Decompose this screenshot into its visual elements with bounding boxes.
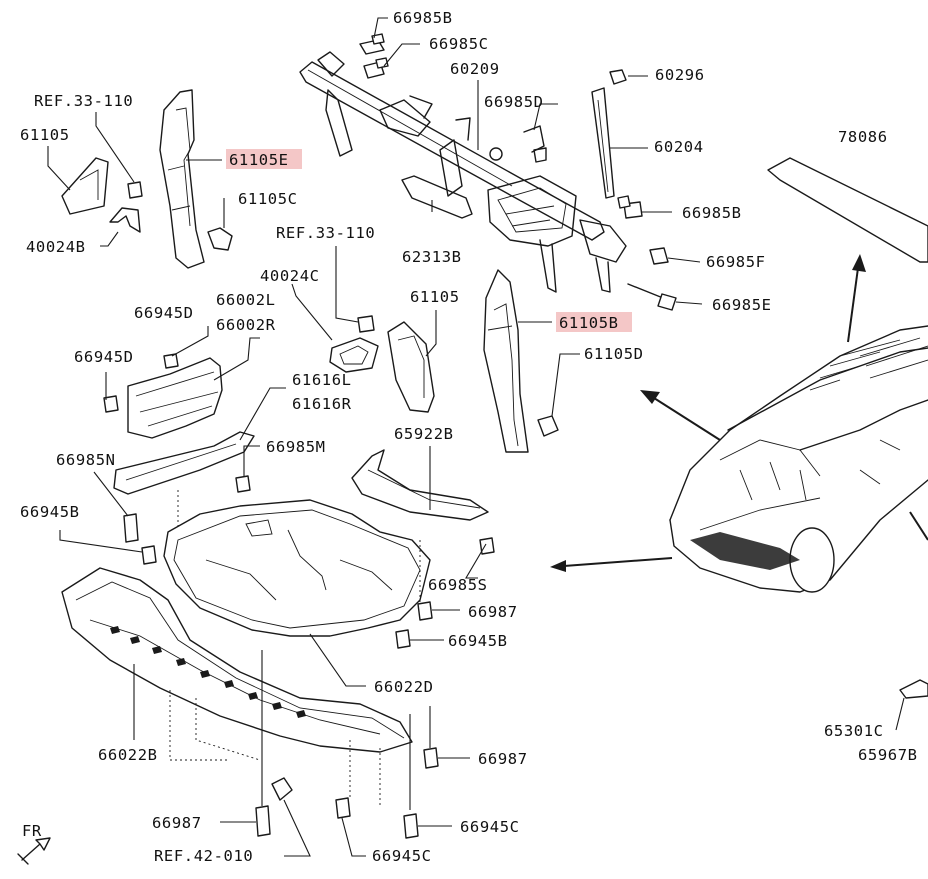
label-66985s: 66985S bbox=[428, 576, 488, 594]
label-66985n: 66985N bbox=[56, 451, 116, 469]
label-ref33-110-b: REF.33-110 bbox=[276, 224, 375, 242]
bolt-66985c-top bbox=[363, 57, 389, 79]
steering-support-member bbox=[299, 51, 627, 293]
highlight-61105e bbox=[226, 149, 302, 169]
label-60296: 60296 bbox=[655, 66, 705, 84]
fastener-66987-bottom bbox=[255, 805, 271, 837]
fastener-66987-right bbox=[423, 747, 439, 769]
label-66945b-mid: 66945B bbox=[448, 632, 508, 650]
label-66002l: 66002L bbox=[216, 291, 276, 309]
gasket-40024c bbox=[329, 337, 379, 373]
label-65301c: 65301C bbox=[824, 722, 884, 740]
panel-61105-left bbox=[61, 157, 109, 215]
label-ref33-110-a: REF.33-110 bbox=[34, 92, 133, 110]
label-40024c: 40024C bbox=[260, 267, 320, 285]
label-61105-mid: 61105 bbox=[410, 288, 460, 306]
leader-lines bbox=[47, 17, 905, 857]
highlight-61105b bbox=[556, 312, 632, 332]
direction-arrow-left-upper bbox=[640, 390, 721, 441]
label-66987-right: 66987 bbox=[478, 750, 528, 768]
label-66985b-mid: 66985B bbox=[682, 204, 742, 222]
panel-61105-mid bbox=[387, 321, 435, 413]
under-cover-66022d bbox=[163, 499, 431, 637]
label-61105c: 61105C bbox=[238, 190, 298, 208]
strip-78086 bbox=[767, 157, 928, 263]
direction-arrow-up bbox=[847, 254, 866, 343]
front-direction-indicator bbox=[17, 837, 51, 865]
label-61105b: 61105B bbox=[559, 314, 619, 332]
fastener-66945b-mid bbox=[395, 629, 411, 649]
partial-part-65301c bbox=[899, 679, 928, 699]
label-61105d: 61105D bbox=[584, 345, 644, 363]
bolt-66985b-mid bbox=[617, 195, 643, 219]
label-66945c-b: 66945C bbox=[372, 847, 432, 865]
label-66987-bottom: 66987 bbox=[152, 814, 202, 832]
label-66985e: 66985E bbox=[712, 296, 772, 314]
bolt-66985b-top bbox=[359, 33, 385, 55]
label-61105-left: 61105 bbox=[20, 126, 70, 144]
label-66022d: 66022D bbox=[374, 678, 434, 696]
label-66945b-left: 66945B bbox=[20, 503, 80, 521]
label-66985d: 66985D bbox=[484, 93, 544, 111]
bolt-66985f bbox=[649, 247, 669, 265]
fastener-66945c-a bbox=[403, 813, 419, 839]
clip-61105c bbox=[207, 227, 233, 251]
fastener-66985s bbox=[479, 537, 495, 555]
label-66022b: 66022B bbox=[98, 746, 158, 764]
panel-61105e bbox=[159, 89, 205, 269]
direction-arrow-left-lower bbox=[550, 557, 673, 572]
label-66985b-top: 66985B bbox=[393, 9, 453, 27]
grommet-66945d-a bbox=[163, 353, 179, 369]
label-66002r: 66002R bbox=[216, 316, 276, 334]
bracket-61616 bbox=[113, 431, 255, 495]
fastener-66985n bbox=[123, 513, 139, 543]
label-61616l: 61616L bbox=[292, 371, 352, 389]
label-66987-mid: 66987 bbox=[468, 603, 518, 621]
bolt-66985e bbox=[627, 283, 677, 311]
label-60204: 60204 bbox=[654, 138, 704, 156]
panel-61105b bbox=[483, 269, 529, 453]
clip-40024b bbox=[109, 207, 141, 233]
fastener-66945b-left bbox=[141, 545, 157, 565]
front-cover-66022b bbox=[61, 567, 413, 753]
fastener-66985m bbox=[235, 475, 251, 493]
label-65967b: 65967B bbox=[858, 746, 918, 764]
label-fr: FR bbox=[22, 822, 42, 840]
label-65922b: 65922B bbox=[394, 425, 454, 443]
label-62313b: 62313B bbox=[402, 248, 462, 266]
fastener-66945c-b bbox=[335, 797, 351, 819]
nut-60296 bbox=[609, 69, 627, 85]
label-ref42-010: REF.42-010 bbox=[154, 847, 253, 865]
trim-62313b bbox=[401, 175, 473, 219]
label-66985c-top: 66985C bbox=[429, 35, 489, 53]
clip-ref42-010 bbox=[271, 777, 293, 801]
label-78086: 78086 bbox=[838, 128, 888, 146]
clip-61105d bbox=[537, 415, 559, 437]
bracket-60204 bbox=[591, 87, 615, 199]
label-66945d-a: 66945D bbox=[134, 304, 194, 322]
grommet-66945d-b bbox=[103, 395, 119, 413]
brace-65922b bbox=[351, 449, 489, 521]
label-66985m: 66985M bbox=[266, 438, 326, 456]
label-61105e: 61105E bbox=[229, 151, 289, 169]
clip-ref33-a bbox=[127, 181, 143, 199]
label-66945d-b: 66945D bbox=[74, 348, 134, 366]
clip-ref33-b bbox=[357, 315, 375, 333]
vehicle-body-outline bbox=[669, 325, 928, 593]
duct-66002 bbox=[127, 357, 223, 439]
label-40024b: 40024B bbox=[26, 238, 86, 256]
fastener-66987-mid bbox=[417, 601, 433, 621]
label-61616r: 61616R bbox=[292, 395, 352, 413]
label-66985f: 66985F bbox=[706, 253, 766, 271]
construction-lines bbox=[169, 490, 421, 808]
direction-arrow-down-right bbox=[909, 511, 928, 541]
label-66945c-a: 66945C bbox=[460, 818, 520, 836]
label-60209: 60209 bbox=[450, 60, 500, 78]
